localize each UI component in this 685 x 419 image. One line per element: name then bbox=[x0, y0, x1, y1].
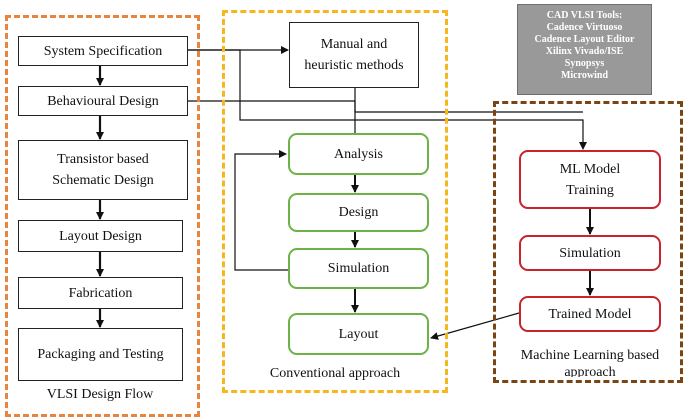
conventional-group bbox=[222, 10, 448, 393]
cad-tool-item: Cadence Layout Editor bbox=[534, 34, 635, 45]
vlsi-flow-title: VLSI Design Flow bbox=[46, 387, 154, 402]
ml-approach-title: Machine Learning based approach bbox=[520, 348, 660, 377]
cad-tool-item: Cadence Virtuoso bbox=[546, 22, 623, 33]
analysis-box: Analysis bbox=[288, 133, 429, 175]
cad-tool-item: Microwind bbox=[560, 70, 609, 81]
vlsi-flow-group bbox=[5, 15, 200, 417]
packaging-testing-box: Packaging and Testing bbox=[18, 328, 183, 381]
feedback-loop-arrow bbox=[234, 150, 288, 271]
ml-model-training-box: ML Model Training bbox=[519, 150, 661, 209]
layout-design-box: Layout Design bbox=[18, 220, 183, 252]
fabrication-box: Fabrication bbox=[18, 277, 183, 309]
cad-tools-title: CAD VLSI Tools: bbox=[546, 10, 623, 21]
system-specification-box: System Specification bbox=[18, 36, 188, 66]
ml-group bbox=[493, 101, 683, 383]
design-box: Design bbox=[288, 193, 429, 232]
transistor-schematic-box: Transistor based Schematic Design bbox=[18, 140, 188, 200]
conventional-title: Conventional approach bbox=[269, 366, 401, 381]
cad-tool-item: Synopsys bbox=[564, 58, 605, 69]
simulation-box: Simulation bbox=[288, 248, 429, 289]
cad-tools-box: CAD VLSI Tools: Cadence Virtuoso Cadence… bbox=[517, 4, 652, 95]
ml-simulation-box: Simulation bbox=[519, 235, 661, 271]
layout-box: Layout bbox=[288, 313, 429, 355]
trained-model-box: Trained Model bbox=[519, 296, 661, 332]
cad-tool-item: Xilinx Vivado/ISE bbox=[545, 46, 624, 57]
behavioural-design-box: Behavioural Design bbox=[18, 86, 188, 116]
manual-heuristic-box: Manual and heuristic methods bbox=[289, 22, 419, 88]
